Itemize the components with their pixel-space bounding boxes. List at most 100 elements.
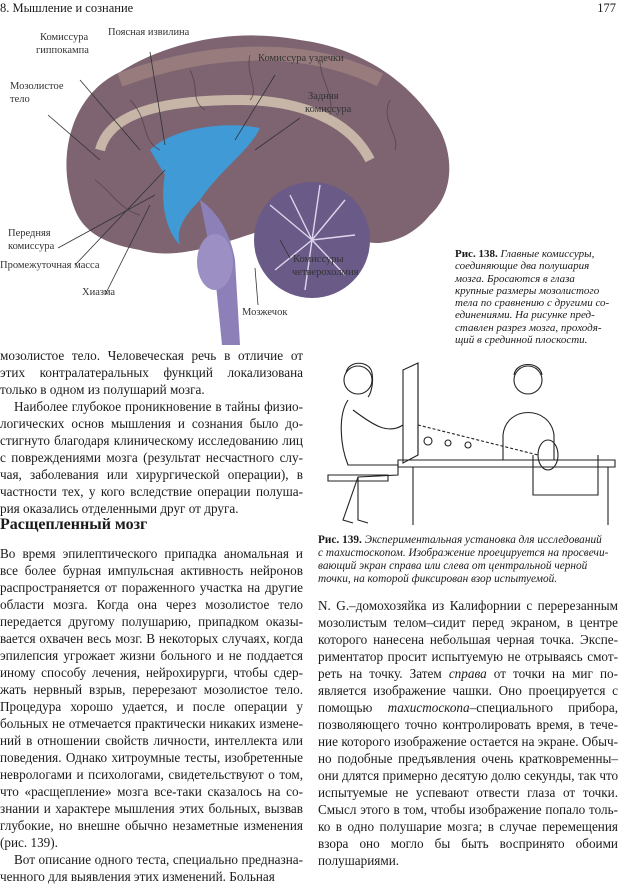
- label-habenular-commissure: Комиссура уздечки: [258, 53, 344, 64]
- text-line: ние которого изображение остается на экр…: [318, 734, 618, 749]
- text-line: что «расщепление» мозга все-таки сказало…: [0, 784, 303, 799]
- caption-line: тела по сравнению с другими со-: [455, 297, 609, 309]
- caption-text: тела по сравнению с другими со-: [455, 297, 610, 310]
- caption-text: с тахистоскопом. Изображение проецируетс…: [318, 547, 609, 559]
- text-line: передается другому полушарию, припадком …: [0, 614, 303, 629]
- text-line: Смысл этого в том, чтобы изображение поп…: [318, 802, 618, 817]
- text-line: является изображение чашки. Оно проециру…: [318, 683, 618, 698]
- text-line: помощью тахистоскопа–специального прибор…: [318, 699, 618, 716]
- caption-text: Экспериментальная установка для исследов…: [361, 534, 602, 546]
- text-line: только в одном из полушарий мозга.: [0, 382, 205, 397]
- ventricle: [150, 125, 260, 245]
- label-posterior-commissure: Задняя: [308, 91, 339, 102]
- text-line: ко в одно полушарие мозга; в случае пере…: [318, 819, 618, 834]
- caption-text: вающий экран справа или слева от централ…: [318, 560, 588, 572]
- section-title: Расщепленный мозг: [0, 516, 148, 533]
- text-line: Во время эпилептического припадка аномал…: [0, 546, 303, 561]
- caption-line: с тахистоскопом. Изображение проецируетс…: [318, 547, 608, 560]
- text-line: ченного для выявления этих изменений. Бо…: [0, 869, 275, 884]
- caption-line: Рис. 138. Главные комиссуры,: [455, 248, 609, 260]
- cerebrum: [66, 35, 450, 254]
- text-line: чая, заболевания или хирургической опера…: [0, 467, 303, 482]
- caption-text: Главные комиссуры,: [497, 248, 595, 260]
- label-massa-intermedia: Промежуточная масса: [0, 260, 100, 271]
- text-line: взора оно могло бы быть воспринято обоим…: [318, 836, 618, 851]
- text-segment: от точки на миг по-: [486, 666, 618, 681]
- corpus-callosum: [95, 94, 375, 163]
- text-line: N. G.–домохозяйка из Калифорнии с перере…: [318, 598, 618, 613]
- text-segment: –специального прибора,: [469, 700, 618, 715]
- text-line: которого нанесена небольшая черная точка…: [318, 632, 618, 647]
- caption-label: Рис. 138.: [455, 248, 498, 260]
- text-line: рия оказались отделенными друг от друга.: [0, 501, 239, 516]
- caption-text: точки, на которой фиксирован взор испыту…: [318, 573, 558, 585]
- caption-text: щий в срединной плоскости.: [455, 334, 588, 347]
- chapter-header: 8. Мышление и сознание: [0, 1, 134, 15]
- text-line: (рис. 139).: [0, 835, 58, 850]
- text-line: стигнуто благодаря клиническому исследов…: [0, 433, 303, 448]
- text-line: ний в отношении свойств личности, интелл…: [0, 733, 303, 748]
- text-line: реть на точку. Затем справа от точки на …: [318, 665, 618, 682]
- text-line: частности тех, у кого вследствие операци…: [0, 484, 303, 499]
- caption-label: Рис. 139.: [318, 534, 362, 546]
- text-line: с повреждениями мозга (результат несчаст…: [0, 450, 303, 465]
- label-chiasm: Хиазма: [82, 287, 116, 298]
- text-line: позволяющего точно контролировать время,…: [318, 717, 618, 732]
- screen: [402, 362, 419, 464]
- text-line: неврологами и психологами, свидетельству…: [0, 767, 303, 782]
- label-quadrigeminal-commissures: Комиссуры: [293, 254, 344, 265]
- label-cerebellum: Мозжечок: [242, 307, 288, 318]
- text-line: полушариями.: [318, 853, 400, 868]
- caption-line: соединяющие два полушария: [455, 260, 609, 272]
- label-quadrigeminal-commissures-2: четверохолмия: [292, 267, 359, 278]
- brain-illustration: [47, 35, 450, 345]
- text-line: знании и характере мышления этих больных…: [0, 801, 303, 816]
- right-column-text: N. G.–домохозяйка из Калифорнии с перере…: [318, 597, 618, 869]
- label-hippocampal-commissure-2: гиппокампа: [36, 45, 89, 56]
- table: [397, 459, 616, 468]
- text-line: логических основ мышления и сознания был…: [0, 416, 303, 431]
- caption-text: ставлен разрез мозга, проходя-: [455, 321, 602, 334]
- label-anterior-commissure: Передняя: [8, 228, 51, 239]
- text-line: распространяется от пораженного участка …: [0, 580, 303, 595]
- label-corpus-callosum-2: тело: [10, 94, 30, 105]
- text-line: этих контралатеральных функций локализов…: [0, 365, 303, 380]
- caption-text: крупные размеры мозолистого: [455, 284, 600, 297]
- caption-line: вающий экран справа или слева от централ…: [318, 560, 608, 573]
- text-line: они длятся примерно десятую долю секунды…: [318, 768, 619, 783]
- figure-138-caption: Рис. 138. Главные комиссуры,соединяющие …: [455, 248, 609, 346]
- text-segment: помощью: [318, 700, 388, 715]
- text-line: испытуемые не успевают отвести глаза от …: [318, 785, 618, 800]
- page-number: 177: [597, 1, 616, 15]
- text-line: Наиболее глубокое проникновение в тайны …: [14, 399, 303, 414]
- caption-line: Рис. 139. Экспериментальная установка дл…: [318, 534, 608, 547]
- text-line: больных не отмечается практически никаки…: [0, 716, 303, 731]
- caption-line: ставлен разрез мозга, проходя-: [455, 322, 609, 334]
- text-line: все более бурная импульсная активность н…: [0, 563, 303, 578]
- experiment-illustration: [327, 362, 616, 525]
- text-line: но подобные предъявления очень кратковре…: [318, 751, 618, 766]
- label-cingulate-gyrus: Поясная извилина: [108, 27, 190, 38]
- caption-text: соединяющие два полушария: [455, 260, 590, 273]
- tachistoscope: [532, 455, 599, 496]
- text-line: вается охвачен весь мозг. В некоторых сл…: [0, 631, 303, 646]
- left-column-text-top: мозолистое тело. Человеческая речь в отл…: [0, 347, 303, 517]
- caption-line: крупные размеры мозолистого: [455, 285, 609, 297]
- experimenter-head: [513, 365, 543, 395]
- caption-line: единениями. На рисунке пред-: [455, 309, 609, 321]
- text-line: эпилепсия угрожает жизни больного и не п…: [0, 648, 303, 663]
- figure-139-caption: Рис. 139. Экспериментальная установка дл…: [318, 534, 608, 586]
- caption-text: мозга. Бросаются в глаза: [455, 272, 575, 285]
- emphasis: тахистоскопа: [387, 700, 470, 715]
- emphasis: справа: [448, 666, 487, 681]
- text-line: поведения. Однако хитроумные тесты, изоб…: [0, 750, 303, 765]
- label-anterior-commissure-2: комиссура: [8, 241, 55, 252]
- text-segment: реть на точку. Затем: [318, 666, 449, 681]
- text-line: мозолистым телом–сидит перед экраном, в …: [318, 615, 618, 630]
- leader-lines: [47, 51, 301, 306]
- text-line: Процедура хорошо удается, и после операц…: [0, 699, 303, 714]
- text-line: мозолистое тело. Человеческая речь в отл…: [0, 348, 303, 363]
- label-hippocampal-commissure: Комиссура: [40, 32, 89, 43]
- label-posterior-commissure-2: комиссура: [305, 104, 352, 115]
- caption-line: щий в срединной плоскости.: [455, 334, 609, 346]
